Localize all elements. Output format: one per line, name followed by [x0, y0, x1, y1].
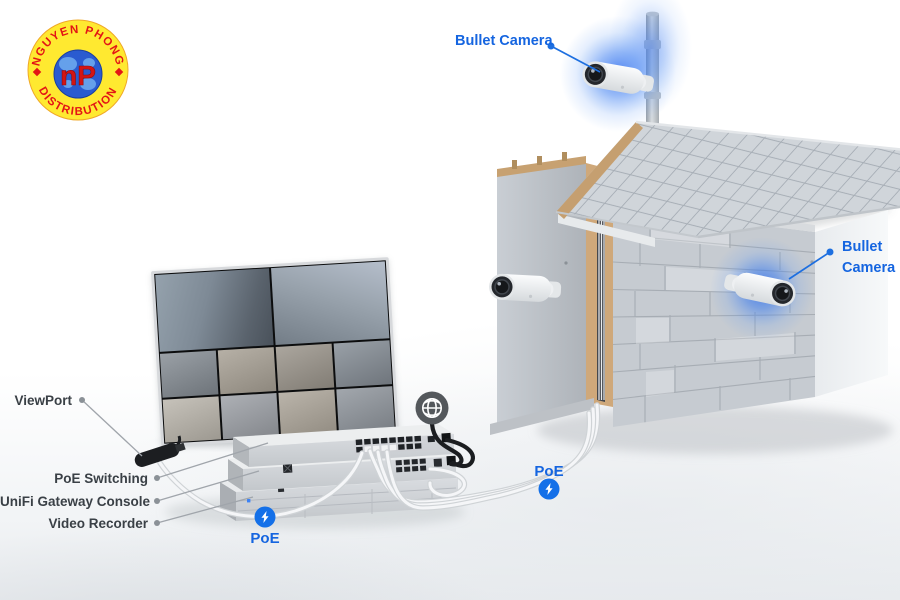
poe-lightning-bolt-icon: [538, 478, 560, 500]
viewport-label: ViewPort: [14, 393, 72, 408]
distributor-logo: nP NGUYEN PHONG DISTRIBUTION: [27, 19, 129, 121]
roof-fascia: [556, 122, 643, 219]
poe-lightning-bolt-icon: [254, 506, 276, 528]
unifi-gateway-console-label: UniFi Gateway Console: [0, 494, 151, 509]
roof: [555, 120, 900, 239]
bullet-camera-right-label-line2: Camera: [842, 260, 896, 276]
bullet-camera-right-label: Bullet Camera: [842, 237, 895, 279]
video-recorder-label: Video Recorder: [48, 516, 148, 531]
panel-top-rail: [497, 156, 586, 177]
poe-switching-label: PoE Switching: [54, 471, 148, 486]
callout-lines: [81, 399, 269, 524]
in-wall-cables: [598, 200, 605, 400]
ethernet-cables: [157, 402, 601, 520]
internet-globe-icon: [415, 391, 449, 425]
logo-monogram: nP: [60, 60, 96, 91]
gateway-ports: [395, 455, 456, 473]
logo-globe: [59, 57, 96, 90]
building: [490, 120, 900, 435]
building-side-wall: [815, 210, 888, 397]
uplink-cables: [429, 421, 475, 469]
camera-callout-dots: [547, 42, 834, 256]
status-led: [247, 499, 251, 503]
poe-right-label: PoE: [534, 463, 564, 480]
camera-callout-lines: [550, 45, 831, 280]
gutter-ledge: [558, 214, 655, 247]
poe-left-label: PoE: [250, 530, 280, 547]
panel-base-skirt: [490, 398, 594, 435]
callout-dots: [79, 397, 160, 526]
bullet-camera-top-label: Bullet Camera: [455, 33, 553, 49]
viewport-device: [134, 435, 186, 467]
bullet-camera-right-label-line1: Bullet: [842, 239, 883, 255]
